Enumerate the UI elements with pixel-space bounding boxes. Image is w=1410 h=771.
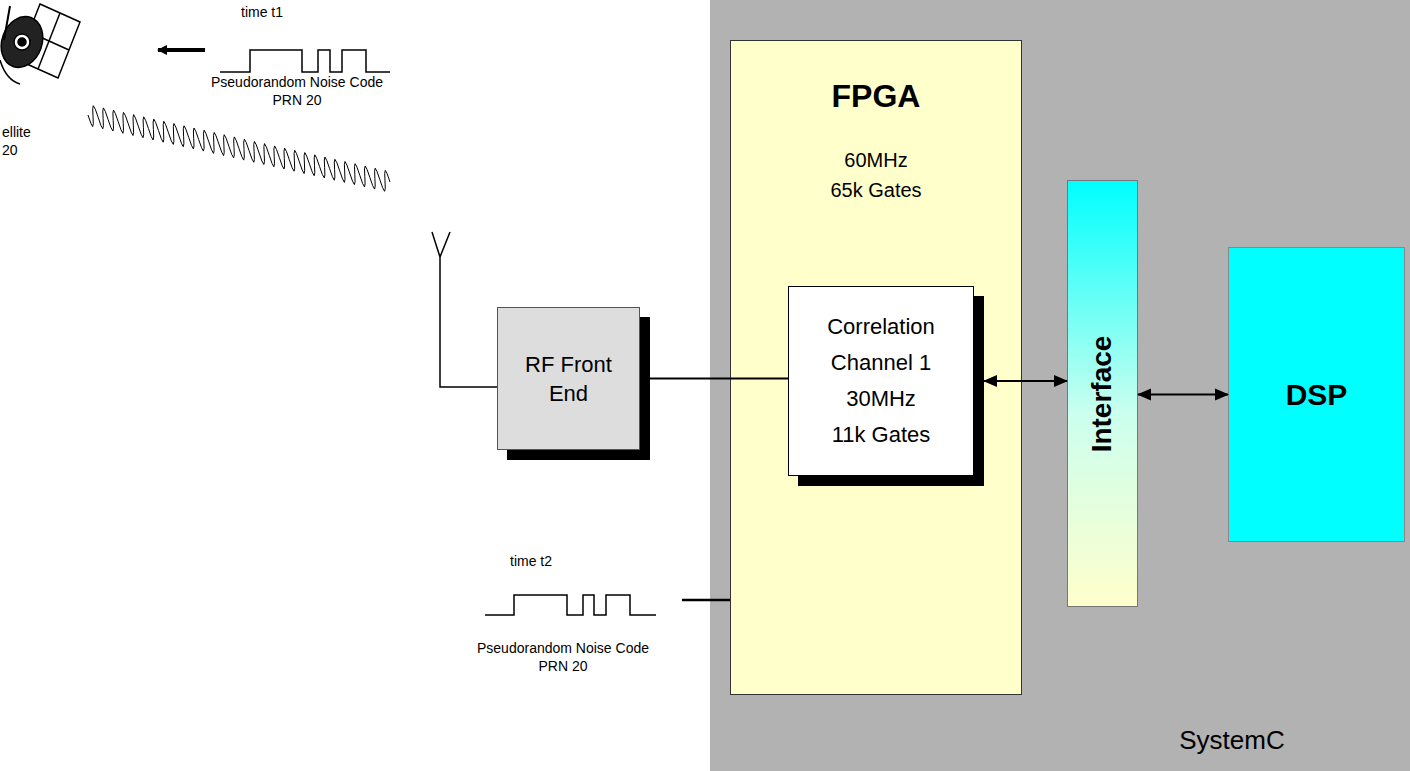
annotation-label: 20 bbox=[2, 142, 18, 158]
fpga-block: FPGA 60MHz65k GatesCorrelationChannel 130… bbox=[730, 40, 1022, 695]
dsp-block: DSP bbox=[1228, 247, 1405, 542]
annotation-label: time t1 bbox=[241, 4, 283, 20]
node-title: Correlation bbox=[827, 309, 935, 345]
node-title: Interface bbox=[1085, 335, 1121, 452]
region-label: SystemC bbox=[1179, 725, 1284, 756]
node-title: DSP bbox=[1286, 375, 1348, 414]
annotation-label: time t2 bbox=[510, 553, 552, 569]
annotation-label: Pseudorandom Noise Code bbox=[477, 640, 649, 656]
node-detail: 65k Gates bbox=[830, 175, 921, 205]
node-title: RF Front End bbox=[509, 350, 628, 408]
bus-arrow bbox=[984, 380, 1067, 382]
annotation-label: Pseudorandom Noise Code bbox=[211, 74, 383, 90]
interface-bar: Interface bbox=[1067, 180, 1138, 607]
node-detail: 11k Gates bbox=[832, 417, 931, 453]
correlation-channel: CorrelationChannel 130MHz11k Gates bbox=[788, 286, 974, 476]
annotation-label: PRN 20 bbox=[272, 92, 321, 108]
prn-waveform bbox=[485, 595, 656, 615]
satellite-icon bbox=[0, 4, 80, 84]
node-detail: Channel 1 bbox=[831, 345, 931, 381]
bus-arrow bbox=[1138, 394, 1228, 396]
node-detail: 30MHz bbox=[846, 381, 916, 417]
node-detail: 60MHz bbox=[844, 145, 907, 175]
prn-waveform bbox=[220, 50, 390, 72]
node-title: FPGA bbox=[832, 75, 921, 117]
antenna bbox=[432, 232, 497, 387]
annotation-label: PRN 20 bbox=[538, 658, 587, 674]
annotation-label: ellite bbox=[2, 124, 31, 140]
signal-line bbox=[650, 378, 788, 380]
radio-wave bbox=[88, 106, 390, 192]
process-box: RF Front End bbox=[497, 307, 640, 450]
direction-arrow bbox=[158, 48, 205, 52]
